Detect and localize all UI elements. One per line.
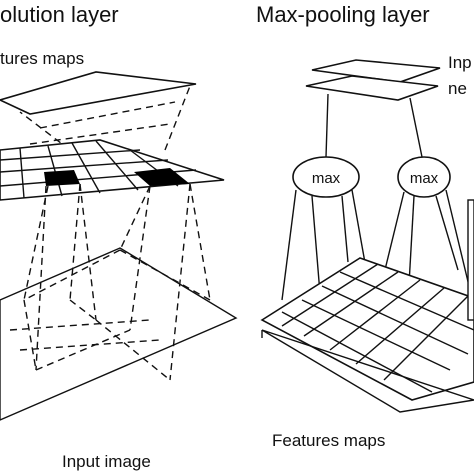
pooling-connector-right	[409, 97, 423, 158]
pooling-output-plane-front	[305, 75, 439, 101]
conv-grid	[0, 139, 225, 201]
pooling-front-plane	[261, 329, 474, 413]
pooling-grid-outline	[260, 257, 474, 401]
pooling-input-label-line1: Inp	[448, 53, 472, 72]
pooling-input-label-line2: ne	[448, 79, 467, 98]
pooling-right-edge-column	[467, 199, 474, 321]
max-unit-right-label: max	[410, 170, 439, 187]
conv-input-image-label: Input image	[62, 452, 151, 471]
conv-upper-connectors	[19, 85, 191, 151]
conv-input-image-plane	[0, 247, 238, 421]
conv-output-feature-map	[0, 71, 197, 115]
pooling-title: Max-pooling layer	[256, 2, 430, 27]
pooling-feature-grid	[260, 257, 474, 401]
convolution-title: olution layer	[0, 2, 119, 27]
max-unit-left: max	[292, 156, 360, 198]
pooling-features-label: Features maps	[272, 431, 385, 450]
conv-features-label: tures maps	[0, 49, 84, 68]
conv-active-cell-left	[44, 170, 80, 186]
max-unit-right: max	[397, 156, 451, 198]
conv-active-cell-right	[134, 168, 190, 186]
pooling-connector-left	[325, 93, 329, 158]
max-unit-left-label: max	[312, 170, 341, 187]
